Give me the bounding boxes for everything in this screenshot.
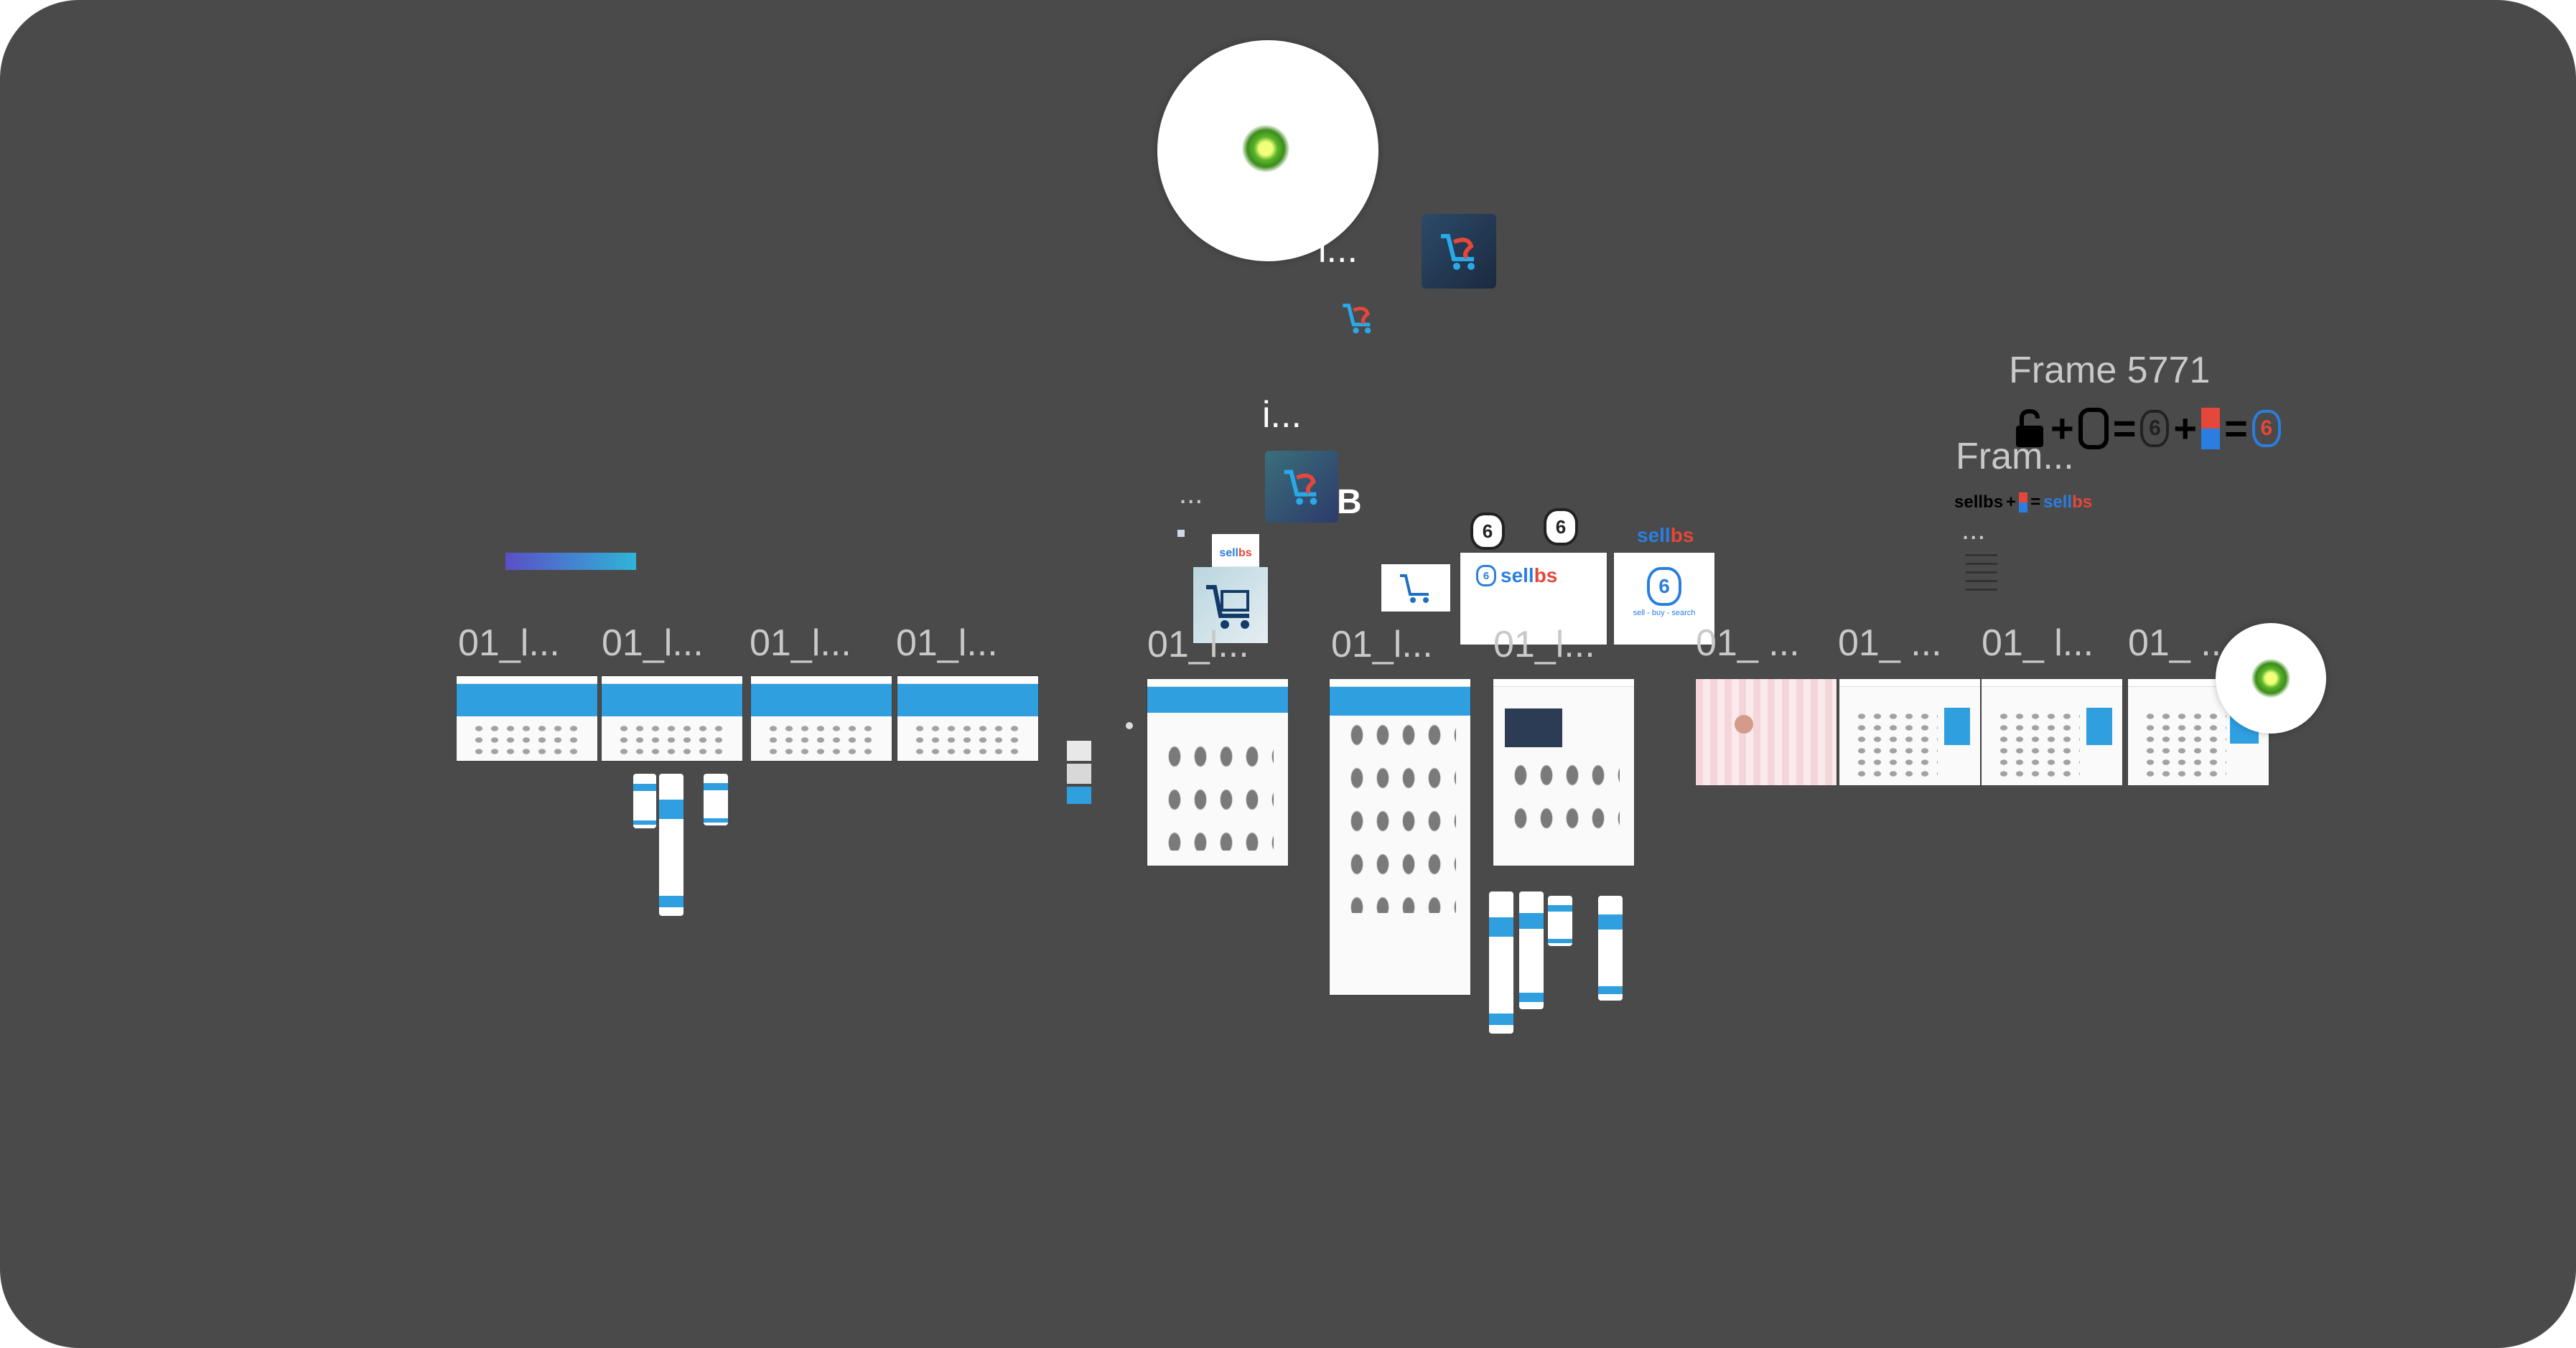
- frame-label-r3-1[interactable]: 01_ ...: [1696, 622, 1800, 664]
- avatar: [1735, 715, 1753, 734]
- mobile-frame-2[interactable]: [659, 774, 683, 916]
- s6-badge-icon-2[interactable]: 6: [1544, 508, 1578, 546]
- desktop-frame-r1-1[interactable]: [457, 676, 597, 761]
- lime-blob-icon: [2251, 659, 2290, 698]
- frame-label-r2-2[interactable]: 01_l...: [1331, 624, 1433, 665]
- desktop-frame-r2-3[interactable]: [1493, 679, 1634, 866]
- s6-badge-icon-1[interactable]: 6: [1470, 512, 1505, 550]
- cart-s-icon: [1441, 234, 1475, 270]
- desktop-frame-r1-3[interactable]: [751, 676, 892, 761]
- cart-logo-small-card[interactable]: [1381, 564, 1450, 612]
- dots-right[interactable]: ...: [1961, 514, 1986, 546]
- split-block-icon: [2019, 492, 2028, 512]
- lime-blob-icon: [1242, 125, 1289, 172]
- desktop-frame-r3-3[interactable]: [1982, 679, 2122, 785]
- dots-left[interactable]: ...: [1179, 478, 1203, 510]
- s6-blue-icon: 6: [2251, 409, 2281, 447]
- s6-icon: 6: [1476, 565, 1496, 586]
- label-i-mid[interactable]: i...: [1262, 394, 1302, 436]
- gradient-bar[interactable]: [505, 553, 636, 570]
- tiny-text-block[interactable]: [1966, 554, 1997, 591]
- frame-5771-label[interactable]: Frame 5771: [2009, 350, 2211, 391]
- cart-s-icon-small[interactable]: [1337, 297, 1378, 339]
- sellbs-logo-stacked[interactable]: 6 sell - buy - search: [1614, 553, 1714, 645]
- fram-short-label[interactable]: Fram...: [1956, 436, 2074, 477]
- frame-label-r3-4[interactable]: 01_ ...: [2128, 622, 2232, 664]
- cart-sbs-icon: [1206, 585, 1249, 629]
- sellbs-wordmark-top[interactable]: sellbs: [1637, 524, 1694, 546]
- s6-icon: 6: [1647, 567, 1681, 606]
- lock-open-icon: [2016, 408, 2043, 447]
- desktop-frame-r2-1[interactable]: [1147, 679, 1288, 866]
- sellbs-logo-mini[interactable]: sellbs: [1212, 534, 1259, 573]
- mobile-frame-3[interactable]: [704, 774, 728, 825]
- logo-circle-top[interactable]: [1157, 40, 1378, 261]
- mini-widget-stack[interactable]: [1067, 741, 1091, 811]
- desktop-frame-r2-2[interactable]: [1330, 679, 1470, 995]
- tiny-node[interactable]: [1177, 530, 1185, 537]
- mobile-frame-1[interactable]: [633, 774, 656, 828]
- frame-label-r2-1[interactable]: 01_l...: [1147, 624, 1249, 665]
- frame-label-r3-3[interactable]: 01_ l...: [1982, 622, 2094, 664]
- mobile-frame-7[interactable]: [1598, 896, 1623, 1001]
- mobile-frame-6[interactable]: [1548, 896, 1572, 946]
- cart-s-icon: [1343, 304, 1371, 334]
- frame-label-r1-4[interactable]: 01_l...: [896, 622, 998, 664]
- frame-label-r3-2[interactable]: 01_ ...: [1838, 622, 1942, 664]
- cart-sbs-icon: [1400, 574, 1429, 603]
- hotel-image: [1505, 708, 1562, 747]
- cart-app-icon-gradient[interactable]: [1265, 451, 1338, 523]
- mobile-frame-4[interactable]: [1489, 891, 1513, 1034]
- equation-row-small[interactable]: sellbs + = sellbs: [1954, 492, 2093, 512]
- logo-circle-right[interactable]: [2216, 623, 2326, 734]
- desktop-frame-r1-4[interactable]: [897, 676, 1038, 761]
- desktop-frame-r3-1[interactable]: [1696, 679, 1837, 785]
- sellbs-logo-horizontal[interactable]: 6 sellbs: [1460, 553, 1607, 645]
- zero-glyph: [2078, 407, 2109, 449]
- dot-node[interactable]: [1126, 722, 1133, 729]
- b-glyph: B: [1337, 483, 1362, 521]
- cart-app-icon-large[interactable]: [1422, 214, 1496, 289]
- mobile-frame-5[interactable]: [1519, 891, 1544, 1009]
- frame-label-r1-2[interactable]: 01_l...: [602, 622, 704, 664]
- frame-label-r1-3[interactable]: 01_l...: [750, 622, 851, 664]
- s6-icon: 6: [2140, 409, 2170, 447]
- frame-label-r1-1[interactable]: 01_l...: [458, 622, 560, 664]
- desktop-frame-r3-2[interactable]: [1839, 679, 1980, 785]
- cart-s-icon: [1284, 469, 1317, 505]
- cart-logo-light[interactable]: [1193, 567, 1268, 643]
- label-i-top[interactable]: i...: [1318, 229, 1358, 271]
- brand-tagline: sell - buy - search: [1633, 609, 1696, 617]
- frame-label-r2-3[interactable]: 01_l...: [1493, 624, 1595, 665]
- equation-row[interactable]: + = 6 + = 6: [2013, 405, 2281, 451]
- desktop-frame-r1-2[interactable]: [602, 676, 742, 761]
- split-block-icon: [2201, 407, 2221, 449]
